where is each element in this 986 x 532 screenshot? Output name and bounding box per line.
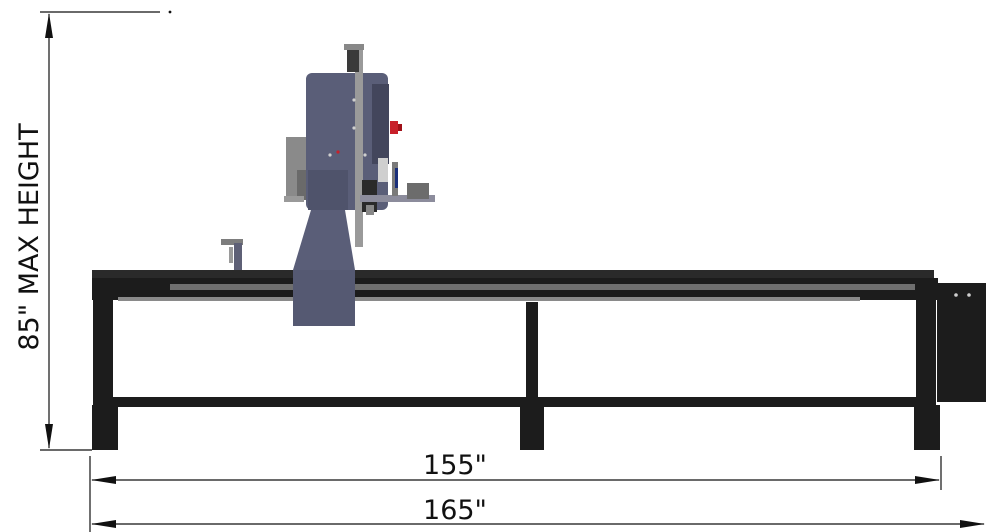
arrow-right-icon (915, 476, 940, 484)
arrow-left-icon (91, 476, 116, 484)
table-frame (92, 270, 986, 450)
gantry (284, 44, 435, 326)
inner-width-label: 155" (423, 450, 487, 481)
arrow-left-icon (91, 520, 116, 528)
height-dimension: 85" MAX HEIGHT (14, 10, 172, 451)
limit-bracket (221, 239, 243, 270)
center-leg (526, 302, 538, 400)
height-label: 85" MAX HEIGHT (14, 123, 45, 351)
lower-crossbar (112, 397, 918, 407)
arrow-right-icon (960, 520, 985, 528)
outer-width-dimension: 165" (91, 495, 985, 528)
tool-arm (360, 195, 435, 202)
outer-width-label: 165" (423, 495, 487, 526)
inner-width-dimension: 155" (89, 450, 942, 532)
z-axis-column (355, 47, 363, 247)
e-stop-icon (390, 121, 398, 134)
linear-rail (170, 284, 915, 290)
arrow-down-icon (45, 424, 53, 449)
control-box (937, 283, 986, 402)
arrow-up-icon (45, 13, 53, 38)
